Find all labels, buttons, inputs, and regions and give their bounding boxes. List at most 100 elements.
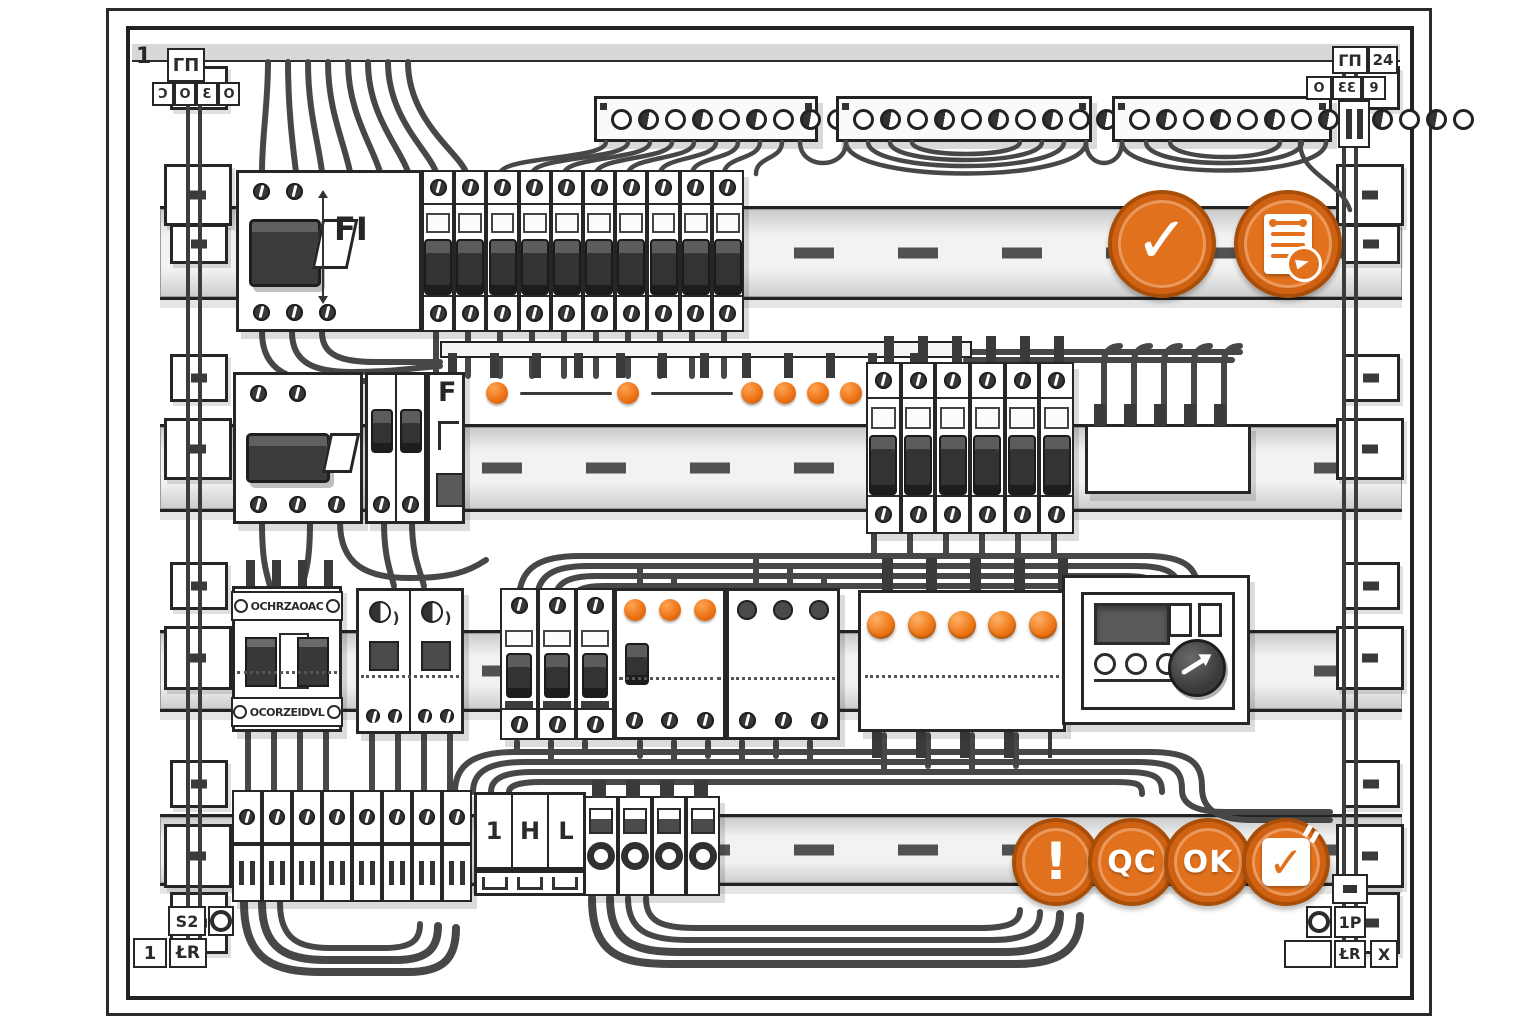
enclosure-outer-frame bbox=[106, 8, 1432, 1016]
breaker-toggle bbox=[649, 239, 678, 296]
terminal-icon bbox=[687, 305, 705, 323]
terminal-hole bbox=[1015, 108, 1036, 130]
terminal-icon bbox=[622, 178, 640, 196]
terminal-icon bbox=[269, 809, 285, 825]
qc-badge: QC bbox=[1088, 818, 1176, 906]
ok-badge: OK bbox=[1164, 818, 1252, 906]
f-module-label: F bbox=[438, 377, 457, 408]
clip-module bbox=[292, 844, 322, 902]
terminal-hole bbox=[746, 108, 767, 130]
terminal-icon bbox=[655, 305, 673, 323]
terminal-hole bbox=[1264, 108, 1285, 130]
lamp-block-lugs bbox=[868, 558, 1068, 590]
fuse-holder bbox=[686, 796, 720, 896]
approved-check-badge: ✓ bbox=[1108, 190, 1216, 298]
circuit-breaker bbox=[866, 362, 901, 534]
bracket-glyph bbox=[481, 876, 508, 890]
toggle-base bbox=[543, 700, 571, 709]
terminal-icon bbox=[874, 505, 892, 523]
f-module: F bbox=[427, 372, 465, 524]
breaker-toggle bbox=[456, 239, 485, 296]
clip-module bbox=[232, 844, 262, 902]
breaker-toggle bbox=[904, 434, 932, 495]
corner-cell: O bbox=[174, 82, 196, 106]
breaker-toggle bbox=[506, 652, 532, 698]
terminal-block-posts bbox=[1094, 404, 1244, 426]
orange-indicator bbox=[486, 382, 508, 404]
terminal-icon bbox=[388, 709, 402, 723]
terminal-icon bbox=[526, 305, 544, 323]
clip-blade bbox=[250, 861, 255, 885]
clip-module bbox=[442, 844, 472, 902]
orange-lamp bbox=[867, 611, 896, 639]
bracket-glyph bbox=[552, 876, 579, 890]
clip-blade bbox=[419, 861, 424, 885]
label-ring bbox=[326, 599, 341, 613]
checkbox-badge: ✓ bbox=[1242, 818, 1330, 906]
dotted-divider bbox=[237, 671, 337, 674]
terminal-hole bbox=[1291, 108, 1312, 130]
terminal-hole bbox=[907, 108, 928, 130]
terminal-module bbox=[442, 790, 472, 844]
strip-a-drop-wires bbox=[497, 139, 785, 177]
terminal-icon bbox=[944, 505, 962, 523]
dotted-divider bbox=[865, 675, 1059, 678]
terminal-hole bbox=[1372, 108, 1393, 130]
row3-to-row4-wires bbox=[245, 727, 1333, 823]
corner-ring-bottom-right bbox=[1306, 906, 1332, 938]
dial-needle-icon bbox=[1180, 657, 1206, 676]
orange-lamp bbox=[988, 611, 1017, 639]
orange-indicator bbox=[807, 382, 829, 404]
aux-toggle bbox=[399, 409, 422, 453]
hook-glyph bbox=[438, 421, 459, 450]
corner-ring-bottom-left bbox=[208, 906, 234, 936]
screw-icon bbox=[842, 103, 849, 110]
terminal-icon bbox=[978, 372, 996, 390]
corner-code-bottom-right: ŁR bbox=[1334, 940, 1366, 968]
circuit-breaker bbox=[486, 170, 519, 332]
terminal-icon bbox=[328, 496, 345, 513]
phase-symbol: ) bbox=[368, 601, 399, 627]
terminal-hole bbox=[961, 108, 982, 130]
terminal-hole bbox=[1069, 108, 1090, 130]
bracket-strip bbox=[474, 870, 586, 896]
exclamation-icon: ! bbox=[1044, 832, 1068, 892]
terminal-icon bbox=[738, 712, 756, 729]
rcd-switch bbox=[249, 219, 321, 287]
label-ring bbox=[233, 705, 247, 719]
controller-face bbox=[1081, 592, 1235, 710]
bottom-clip-row bbox=[232, 844, 472, 902]
fuse-cap-ring bbox=[655, 842, 683, 870]
terminal-hole bbox=[638, 108, 659, 130]
terminal-icon bbox=[909, 372, 927, 390]
clock-overlay-icon bbox=[1286, 246, 1322, 282]
fuse-cap-ring bbox=[689, 842, 717, 870]
controller-round-button bbox=[1094, 653, 1116, 675]
terminal-hole bbox=[988, 108, 1009, 130]
terminal-icon bbox=[586, 715, 604, 733]
label-ring bbox=[233, 599, 248, 613]
gray-indicator bbox=[809, 600, 829, 620]
circuit-breaker bbox=[422, 170, 455, 332]
terminal-icon bbox=[687, 178, 705, 196]
label-window bbox=[522, 212, 547, 234]
breaker-toggle bbox=[869, 434, 898, 495]
orange-indicator bbox=[840, 382, 862, 404]
controller-unit bbox=[1062, 575, 1250, 725]
terminal-hole bbox=[800, 108, 821, 130]
aux-toggle bbox=[370, 409, 393, 453]
terminal-icon bbox=[253, 183, 270, 200]
corner-mark-top-left: 1 bbox=[136, 44, 152, 69]
dotted-divider bbox=[361, 675, 459, 678]
terminal-icon bbox=[590, 305, 608, 323]
circuit-breaker bbox=[1039, 362, 1075, 534]
label-window bbox=[939, 407, 966, 429]
clip-blade bbox=[400, 861, 405, 885]
rcd-main bbox=[236, 170, 422, 332]
breaker-toggle bbox=[938, 434, 967, 495]
mounting-bracket bbox=[1342, 224, 1400, 264]
contactor-pole bbox=[297, 637, 329, 687]
qc-label: QC bbox=[1107, 844, 1157, 880]
circuit-breaker bbox=[970, 362, 1005, 534]
circuit-breaker-pole bbox=[576, 588, 614, 740]
